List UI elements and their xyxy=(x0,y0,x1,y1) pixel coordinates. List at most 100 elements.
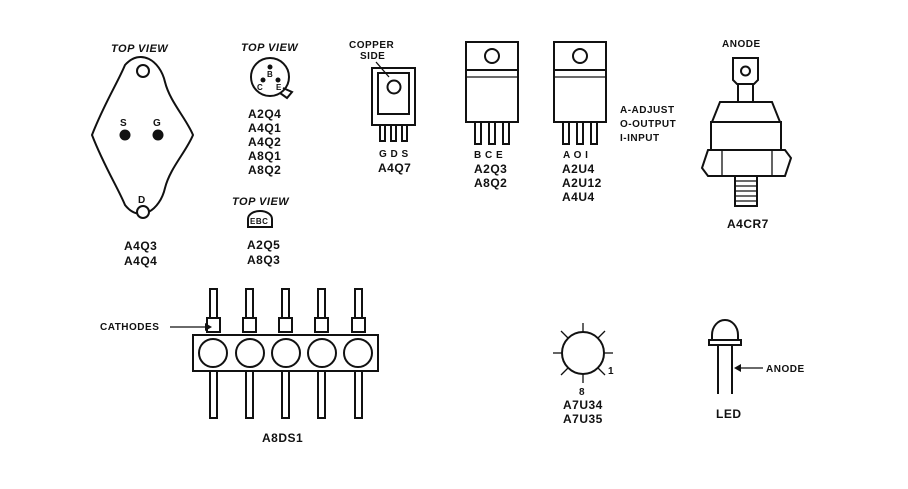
ic-pin-lead xyxy=(597,330,606,339)
to3-pin-s xyxy=(119,129,131,141)
to220-reg-part-label: A2U12 xyxy=(562,176,602,190)
to3-part-label: A4Q3 xyxy=(124,239,157,253)
stud-anode-label: ANODE xyxy=(722,39,761,50)
display-cathodes-label: CATHODES xyxy=(100,322,159,333)
display-package: CATHODES xyxy=(100,288,379,445)
to220-reg-lead xyxy=(562,121,570,145)
to3-pin-g-label: G xyxy=(153,118,161,129)
copper-mounting-hole xyxy=(386,79,402,95)
to39-part-label: A4Q1 xyxy=(248,121,281,135)
led-dome xyxy=(711,319,739,341)
to39-package: TOP VIEW B C E A2Q4 A4Q1 A4Q2 A8Q1 A8Q2 xyxy=(241,42,299,177)
ic-part-label: A7U34 xyxy=(563,398,603,412)
stud-diode-package: ANODE A4CR7 xyxy=(700,39,793,231)
to3-outline xyxy=(90,55,195,215)
stud-terminal-lug xyxy=(732,57,759,85)
to220-bce-pins-label: B C E xyxy=(474,150,503,161)
display-segment-lamp xyxy=(198,338,228,368)
to39-part-label: A8Q2 xyxy=(248,163,281,177)
to92-top-view-label: TOP VIEW xyxy=(232,196,290,208)
to39-part-label: A2Q4 xyxy=(248,107,281,121)
stud-cap xyxy=(710,101,782,123)
stud-body xyxy=(710,121,782,151)
ic-pin-lead xyxy=(560,367,569,376)
to220-regulator-package: A O I A2U4 A2U12 A4U4 A-ADJUST O-OUTPUT … xyxy=(553,41,676,204)
to3-mounting-hole-top xyxy=(136,64,150,78)
copper-part-label: A4Q7 xyxy=(378,161,411,175)
led-callout-arrow xyxy=(734,364,741,372)
to92-part-label: A8Q3 xyxy=(247,253,280,267)
copper-pins-label: G D S xyxy=(379,149,409,160)
ic-package: 1 8 A7U34 A7U35 xyxy=(553,323,614,426)
to39-outline xyxy=(250,57,290,97)
ic-part-label: A7U35 xyxy=(563,412,603,426)
to220-bce-hole xyxy=(484,48,500,64)
stud-hex-nut xyxy=(700,149,793,177)
to220-reg-hole xyxy=(572,48,588,64)
copper-lead xyxy=(379,124,386,142)
to220-bce-part-label: A8Q2 xyxy=(474,176,507,190)
to3-mounting-hole-bottom xyxy=(136,205,150,219)
to92-pins-label: EBC xyxy=(250,217,268,226)
to39-tab xyxy=(279,87,294,100)
stud-terminal-hole xyxy=(740,65,751,77)
to220-bce-body xyxy=(465,70,519,123)
ic-pin-1-label: 1 xyxy=(608,366,614,377)
to220-reg-legend-line: O-OUTPUT xyxy=(620,119,676,130)
to220-reg-tab xyxy=(553,41,607,71)
ic-pin-8-label: 8 xyxy=(579,387,585,398)
to220-reg-body xyxy=(553,70,607,123)
to39-pin-c-label: C xyxy=(257,83,263,92)
to39-pin-b xyxy=(267,64,273,70)
to220-reg-pins-label: A O I xyxy=(563,150,588,161)
to220-reg-part-label: A4U4 xyxy=(562,190,595,204)
display-part-label: A8DS1 xyxy=(262,431,303,445)
ic-outline xyxy=(561,331,605,375)
to220-bce-lead xyxy=(474,121,482,145)
to39-part-label: A4Q2 xyxy=(248,135,281,149)
to220-bce-tab xyxy=(465,41,519,71)
led-anode-label: ANODE xyxy=(766,364,805,375)
to39-pin-e-label: E xyxy=(276,83,282,92)
to3-pin-s-label: S xyxy=(120,118,127,129)
copper-side-package: COPPER SIDE G D S A4Q7 xyxy=(349,40,416,175)
to3-pin-d-label: D xyxy=(138,195,146,206)
led-part-label: LED xyxy=(716,407,742,421)
display-segment-lamp xyxy=(271,338,301,368)
to3-package: TOP VIEW S G D A4Q3 A4Q4 xyxy=(90,43,195,268)
to220-bce-package: B C E A2Q3 A8Q2 xyxy=(465,41,519,190)
copper-callout-line2: SIDE xyxy=(360,51,385,62)
to92-part-label: A2Q5 xyxy=(247,238,280,252)
to220-reg-lead xyxy=(590,121,598,145)
display-segment-lamp xyxy=(235,338,265,368)
to39-pin-e xyxy=(275,77,281,83)
copper-plate xyxy=(377,72,410,115)
ic-pin-lead xyxy=(560,330,569,339)
to3-part-label: A4Q4 xyxy=(124,254,157,268)
to39-pin-b-label: B xyxy=(267,70,273,79)
to220-bce-lead xyxy=(488,121,496,145)
led-package: ANODE LED xyxy=(708,319,805,421)
to220-bce-part-label: A2Q3 xyxy=(474,162,507,176)
copper-callout-leader xyxy=(375,61,390,78)
to220-bce-lead xyxy=(502,121,510,145)
led-flange xyxy=(708,339,742,346)
to220-reg-legend-line: A-ADJUST xyxy=(620,105,675,116)
to220-reg-part-label: A2U4 xyxy=(562,162,595,176)
to39-top-view-label: TOP VIEW xyxy=(241,42,299,54)
copper-lead xyxy=(390,124,397,142)
to220-reg-legend-line: I-INPUT xyxy=(620,133,660,144)
copper-lead xyxy=(401,124,408,142)
to220-reg-lead xyxy=(576,121,584,145)
copper-callout-line1: COPPER xyxy=(349,40,395,51)
stud-part-label: A4CR7 xyxy=(727,217,769,231)
ic-pin-lead xyxy=(597,367,606,376)
to39-part-label: A8Q1 xyxy=(248,149,281,163)
display-segment-lamp xyxy=(307,338,337,368)
to3-top-view-label: TOP VIEW xyxy=(111,43,169,55)
to3-pin-g xyxy=(152,129,164,141)
display-segment-lamp xyxy=(343,338,373,368)
to92-package: TOP VIEW EBC A2Q5 A8Q3 xyxy=(232,196,290,267)
